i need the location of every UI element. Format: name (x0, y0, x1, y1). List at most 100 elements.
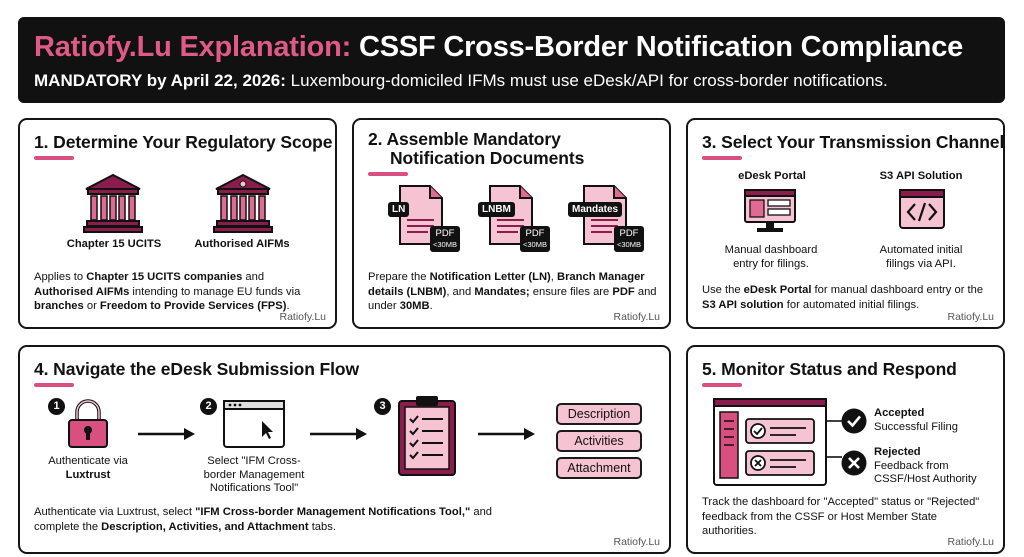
header-banner: Ratiofy.Lu Explanation: CSSF Cross-Borde… (18, 17, 1005, 103)
title-underline (702, 383, 742, 387)
body-text: for manual dashboard entry or the (811, 284, 984, 296)
emphasis-text: 30MB (399, 300, 430, 312)
body-text: Prepare the (368, 271, 430, 283)
card-description: Applies to Chapter 15 UCITS companies an… (34, 270, 326, 314)
emphasis-text: Freedom to Provide Services (FPS) (99, 300, 287, 312)
doc-tag-ln: LN (388, 202, 410, 217)
accepted-status: Accepted Successful Filing (874, 407, 1000, 434)
brand-label: Ratiofy.Lu Explanation: (34, 31, 352, 63)
card-description: Prepare the Notification Letter (LN), Br… (368, 270, 660, 314)
edesk-title: eDesk Portal (738, 170, 806, 182)
card-title-line1: 2. Assemble Mandatory (368, 129, 561, 149)
accepted-title: Accepted (874, 407, 925, 419)
pdf-badge: PDF <30MB (430, 226, 460, 252)
emphasis-text: Authorised AIFMs (34, 285, 130, 298)
tab-description: Description (556, 403, 642, 425)
body-text: or (83, 300, 100, 312)
api-desc: Automated initial filings via API. (879, 244, 963, 270)
emphasis-text: Description, Activities, and Attachment (101, 520, 309, 533)
card-title: 2. Assemble Mandatory Notification Docum… (368, 130, 584, 168)
bank-icon (83, 173, 143, 233)
body-text: intending to manage EU funds via (129, 285, 301, 298)
pdf-badge: PDF <30MB (520, 226, 550, 252)
aifm-label: Authorised AIFMs (194, 238, 290, 250)
credit-label: Ratiofy.Lu (947, 536, 995, 548)
arrow-right-icon (310, 428, 367, 440)
body-text: and under (368, 285, 657, 313)
rejected-status: Rejected Feedback from CSSF/Host Authori… (874, 446, 1000, 487)
clipboard-checklist-icon (398, 396, 456, 476)
body-text: , and (446, 285, 475, 298)
step-number: 2 (200, 398, 217, 415)
size-label: <30MB (433, 240, 457, 249)
title-underline (702, 156, 742, 160)
bank-icon (213, 173, 273, 233)
accepted-desc: Successful Filing (874, 420, 958, 433)
card-submission-flow: 4. Navigate the eDesk Submission Flow 1 … (18, 345, 671, 554)
page-title: Ratiofy.Lu Explanation: CSSF Cross-Borde… (34, 29, 989, 65)
step1-bold: Luxtrust (65, 468, 111, 481)
emphasis-text: eDesk Portal (743, 284, 812, 296)
size-label: <30MB (617, 240, 641, 249)
subtitle: MANDATORY by April 22, 2026: Luxembourg-… (34, 69, 989, 93)
api-title: S3 API Solution (879, 170, 963, 182)
monitor-icon (744, 189, 796, 232)
title-underline (34, 156, 74, 160)
pdf-badge: PDF <30MB (614, 226, 644, 252)
title-underline (368, 172, 408, 176)
doc-tag-lnbm: LNBM (478, 202, 515, 217)
status-dashboard-icon (713, 398, 827, 486)
size-label: <30MB (523, 240, 547, 249)
emphasis-text: PDF (612, 285, 635, 298)
body-text: . (429, 300, 433, 312)
subtitle-deadline: MANDATORY by April 22, 2026: (34, 71, 286, 90)
card-title: 5. Monitor Status and Respond (702, 359, 957, 379)
body-text: Authenticate via Luxtrust, select (34, 506, 196, 518)
card-regulatory-scope: 1. Determine Your Regulatory Scope Chapt… (18, 118, 337, 329)
body-text: Applies to (34, 271, 87, 283)
emphasis-text: Notification Letter (LN) (429, 271, 551, 283)
card-transmission-channel: 3. Select Your Transmission Channel eDes… (686, 118, 1005, 329)
arrow-right-icon (138, 428, 195, 440)
card-description: Authenticate via Luxtrust, select "IFM C… (34, 505, 504, 534)
tab-activities: Activities (556, 430, 642, 452)
chapter15-label: Chapter 15 UCITS (66, 238, 162, 250)
step1-text: Authenticate via (48, 455, 128, 467)
connector-lines (826, 420, 842, 458)
credit-label: Ratiofy.Lu (947, 311, 995, 323)
code-icon (899, 189, 945, 229)
emphasis-text: Branch Manager details (LNBM) (368, 271, 645, 298)
edesk-desc: Manual dashboard entry for filings. (724, 244, 818, 270)
credit-label: Ratiofy.Lu (613, 536, 661, 548)
credit-label: Ratiofy.Lu (279, 311, 327, 323)
body-text: and (242, 271, 265, 283)
step-number: 3 (374, 398, 391, 415)
check-circle-icon (841, 408, 867, 434)
body-text: tabs. (308, 520, 336, 533)
x-circle-icon (841, 450, 867, 476)
rejected-desc: Feedback from CSSF/Host Authority (874, 459, 977, 486)
step2-label: Select "IFM Cross-border Management Noti… (203, 455, 305, 494)
title-underline (34, 383, 74, 387)
tab-attachment: Attachment (556, 457, 642, 479)
rejected-title: Rejected (874, 446, 921, 458)
body-text: ensure files are (529, 285, 613, 298)
doc-group-lnbm: LNBM PDF <30MB (476, 182, 556, 262)
body-text: , (550, 271, 557, 283)
arrow-right-icon (478, 428, 535, 440)
card-description: Use the eDesk Portal for manual dashboar… (702, 283, 994, 312)
card-title: 1. Determine Your Regulatory Scope (34, 132, 333, 152)
body-text: . (286, 300, 290, 312)
card-mandatory-documents: 2. Assemble Mandatory Notification Docum… (352, 118, 671, 329)
emphasis-text: Chapter 15 UCITS companies (86, 271, 243, 283)
doc-group-ln: LN PDF <30MB (386, 182, 466, 262)
emphasis-text: branches (34, 300, 84, 312)
browser-window-icon (223, 400, 285, 448)
pdf-label: PDF (525, 228, 545, 239)
title-text: CSSF Cross-Border Notification Complianc… (358, 31, 964, 63)
lock-icon (68, 399, 108, 448)
body-text: for automated initial filings. (783, 298, 920, 311)
card-title-line2: Notification Documents (390, 148, 585, 168)
emphasis-text: Mandates; (474, 285, 530, 298)
step1-label: Authenticate via Luxtrust (34, 455, 142, 482)
